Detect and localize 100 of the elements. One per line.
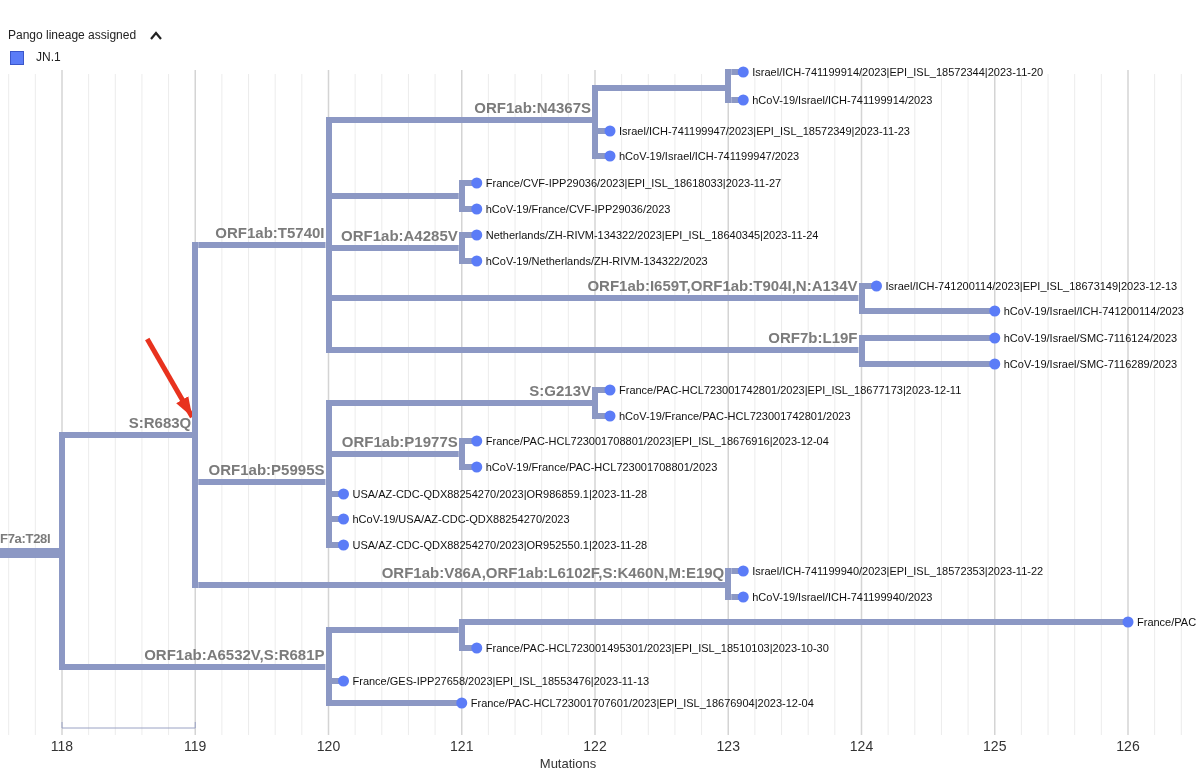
tree-branch <box>731 66 749 78</box>
mutation-label: ORF7b:L19F <box>768 330 858 346</box>
tree-branch <box>331 245 459 251</box>
vertical-branch <box>725 69 732 103</box>
tree-branch <box>331 539 349 551</box>
sample-label: hCoV-19/France/PAC-HCL723001708801/2023 <box>485 459 718 475</box>
sample-label: hCoV-19/Israel/ICH-741199940/2023 <box>752 589 933 605</box>
sample-label: France/GES-IPP27658/2023|EPI_ISL_18553476|2023-11-13 <box>352 673 650 689</box>
axis-tick-label: 118 <box>50 738 74 754</box>
tree-branch <box>65 664 326 670</box>
tree-branch <box>598 85 726 91</box>
sample-label: France/CVF-IPP29036/2023|EPI_ISL_18618033|2023-11-27 <box>485 175 782 191</box>
vertical-branch <box>458 619 465 651</box>
tree-branch <box>331 193 459 199</box>
vertical-branch <box>725 568 732 600</box>
vertical-branch <box>59 432 65 670</box>
sample-label: France/PAC-HCL723001707601/2023|EPI_ISL_18676904|2023-12-04 <box>470 695 814 711</box>
sample-label: hCoV-19/Israel/SMC-7116124/2023 <box>1003 330 1178 346</box>
vertical-branch <box>858 283 865 314</box>
tree-branch <box>731 591 749 603</box>
tree-branch <box>331 488 349 500</box>
pointer-arrow <box>145 337 195 419</box>
vertical-branch <box>325 627 332 706</box>
vertical-branch <box>592 387 598 419</box>
legend-title: Pango lineage assigned <box>8 28 137 42</box>
tree-branch <box>464 642 483 654</box>
sample-label: hCoV-19/Israel/SMC-7116289/2023 <box>1003 356 1178 372</box>
sample-label: France/PAC-HCL723001495301/2023|EPI_ISL_18510103|2023-10-30 <box>485 640 829 656</box>
sample-label: Israel/ICH-741199940/2023|EPI_ISL_18572353|2023-11-22 <box>752 563 1044 579</box>
sample-label: Israel/ICH-741199947/2023|EPI_ISL_18572349|2023-11-23 <box>619 123 910 139</box>
sample-label: Israel/ICH-741199914/2023|EPI_ISL_18572344|2023-11-20 <box>752 64 1044 80</box>
mutation-label: ORF1ab:P5995S <box>208 462 325 478</box>
axis-tick-label: 121 <box>450 738 474 754</box>
tree-branch <box>198 479 326 485</box>
tree-branch <box>731 565 749 577</box>
tree-branch <box>331 627 459 633</box>
tree-branch <box>464 255 483 267</box>
axis-tick-label: 120 <box>316 738 341 754</box>
mutation-label: F7a:T28I <box>0 531 51 547</box>
vertical-branch <box>325 400 332 548</box>
tree-branch <box>598 150 616 162</box>
tree-branch <box>864 305 1001 317</box>
vertical-branch <box>858 335 865 367</box>
tree-branch <box>0 548 59 558</box>
tree-branch <box>464 616 1134 628</box>
tree-branch <box>731 94 749 106</box>
vertical-branch <box>192 242 199 588</box>
sample-label: Israel/ICH-741200114/2023|EPI_ISL_18673149|2023-12-13 <box>885 278 1178 294</box>
tree-branch <box>331 697 468 709</box>
axis-tick-label: 119 <box>184 738 207 754</box>
tree-branch <box>198 582 726 588</box>
legend-label: JN.1 <box>36 50 61 64</box>
sample-label: France/PAC-HCL723001708801/2023|EPI_ISL_18676916|2023-12-04 <box>485 433 829 449</box>
axis-tick-label: 125 <box>983 738 1007 754</box>
tree-branch <box>464 461 483 473</box>
tree-branch <box>464 229 483 241</box>
mutation-label: S:R683Q <box>128 415 192 431</box>
tree-branch <box>331 347 859 353</box>
tree-branch <box>198 242 326 248</box>
mutation-label: ORF1ab:I659T,ORF1ab:T904I,N:A134V <box>587 278 858 294</box>
vertical-branch <box>592 85 598 159</box>
mutation-label: ORF1ab:T5740I <box>215 225 325 241</box>
axis-tick-label: 126 <box>1116 738 1140 754</box>
sample-label: hCoV-19/USA/AZ-CDC-QDX88254270/2023 <box>352 511 570 527</box>
axis-tick-label: 122 <box>583 738 607 754</box>
vertical-branch <box>458 232 465 264</box>
sample-label: France/PAC <box>1137 614 1197 630</box>
tree-branch <box>598 384 616 396</box>
mutation-label: ORF1ab:A6532V,S:R681P <box>144 647 325 663</box>
axis-tick-label: 123 <box>716 738 740 754</box>
mutation-label: ORF1ab:N4367S <box>474 100 591 116</box>
sample-label: hCoV-19/France/CVF-IPP29036/2023 <box>485 201 671 217</box>
axis-title: Mutations <box>539 756 597 771</box>
tree-branch <box>331 513 349 525</box>
tree-branch <box>331 400 592 406</box>
sample-label: hCoV-19/Israel/ICH-741199947/2023 <box>619 148 800 164</box>
sample-label: hCoV-19/France/PAC-HCL723001742801/2023 <box>619 408 851 424</box>
vertical-branch <box>458 438 465 470</box>
mutation-label: ORF1ab:V86A,ORF1ab:L6102F,S:K460N,M:E19Q <box>381 565 725 581</box>
tree-branch <box>464 177 483 189</box>
tree-branch <box>331 117 592 123</box>
tree-branch <box>598 125 616 137</box>
tree-branch <box>65 432 193 438</box>
tree-branch <box>864 280 882 292</box>
sample-label: hCoV-19/Netherlands/ZH-RIVM-134322/2023 <box>485 253 708 269</box>
tree-branch <box>864 358 1001 370</box>
sample-label: USA/AZ-CDC-QDX88254270/2023|OR986859.1|2023-11-28 <box>352 486 648 502</box>
sample-label: France/PAC-HCL723001742801/2023|EPI_ISL_18677173|2023-12-11 <box>619 382 962 398</box>
mutation-label: ORF1ab:A4285V <box>341 228 458 244</box>
mutation-label: ORF1ab:P1977S <box>341 434 458 450</box>
vertical-branch <box>458 180 465 212</box>
tree-branch <box>331 295 859 301</box>
tree-branch <box>598 410 616 422</box>
axis-tick-label: 124 <box>849 738 874 754</box>
tree-branch <box>331 451 459 457</box>
vertical-branch <box>325 117 332 353</box>
mutation-label: S:G213V <box>529 383 591 399</box>
sample-label: USA/AZ-CDC-QDX88254270/2023|OR952550.1|2023-11-28 <box>352 537 648 553</box>
sample-label: hCoV-19/Israel/ICH-741200114/2023 <box>1003 303 1184 319</box>
tree-branch <box>864 332 1001 344</box>
